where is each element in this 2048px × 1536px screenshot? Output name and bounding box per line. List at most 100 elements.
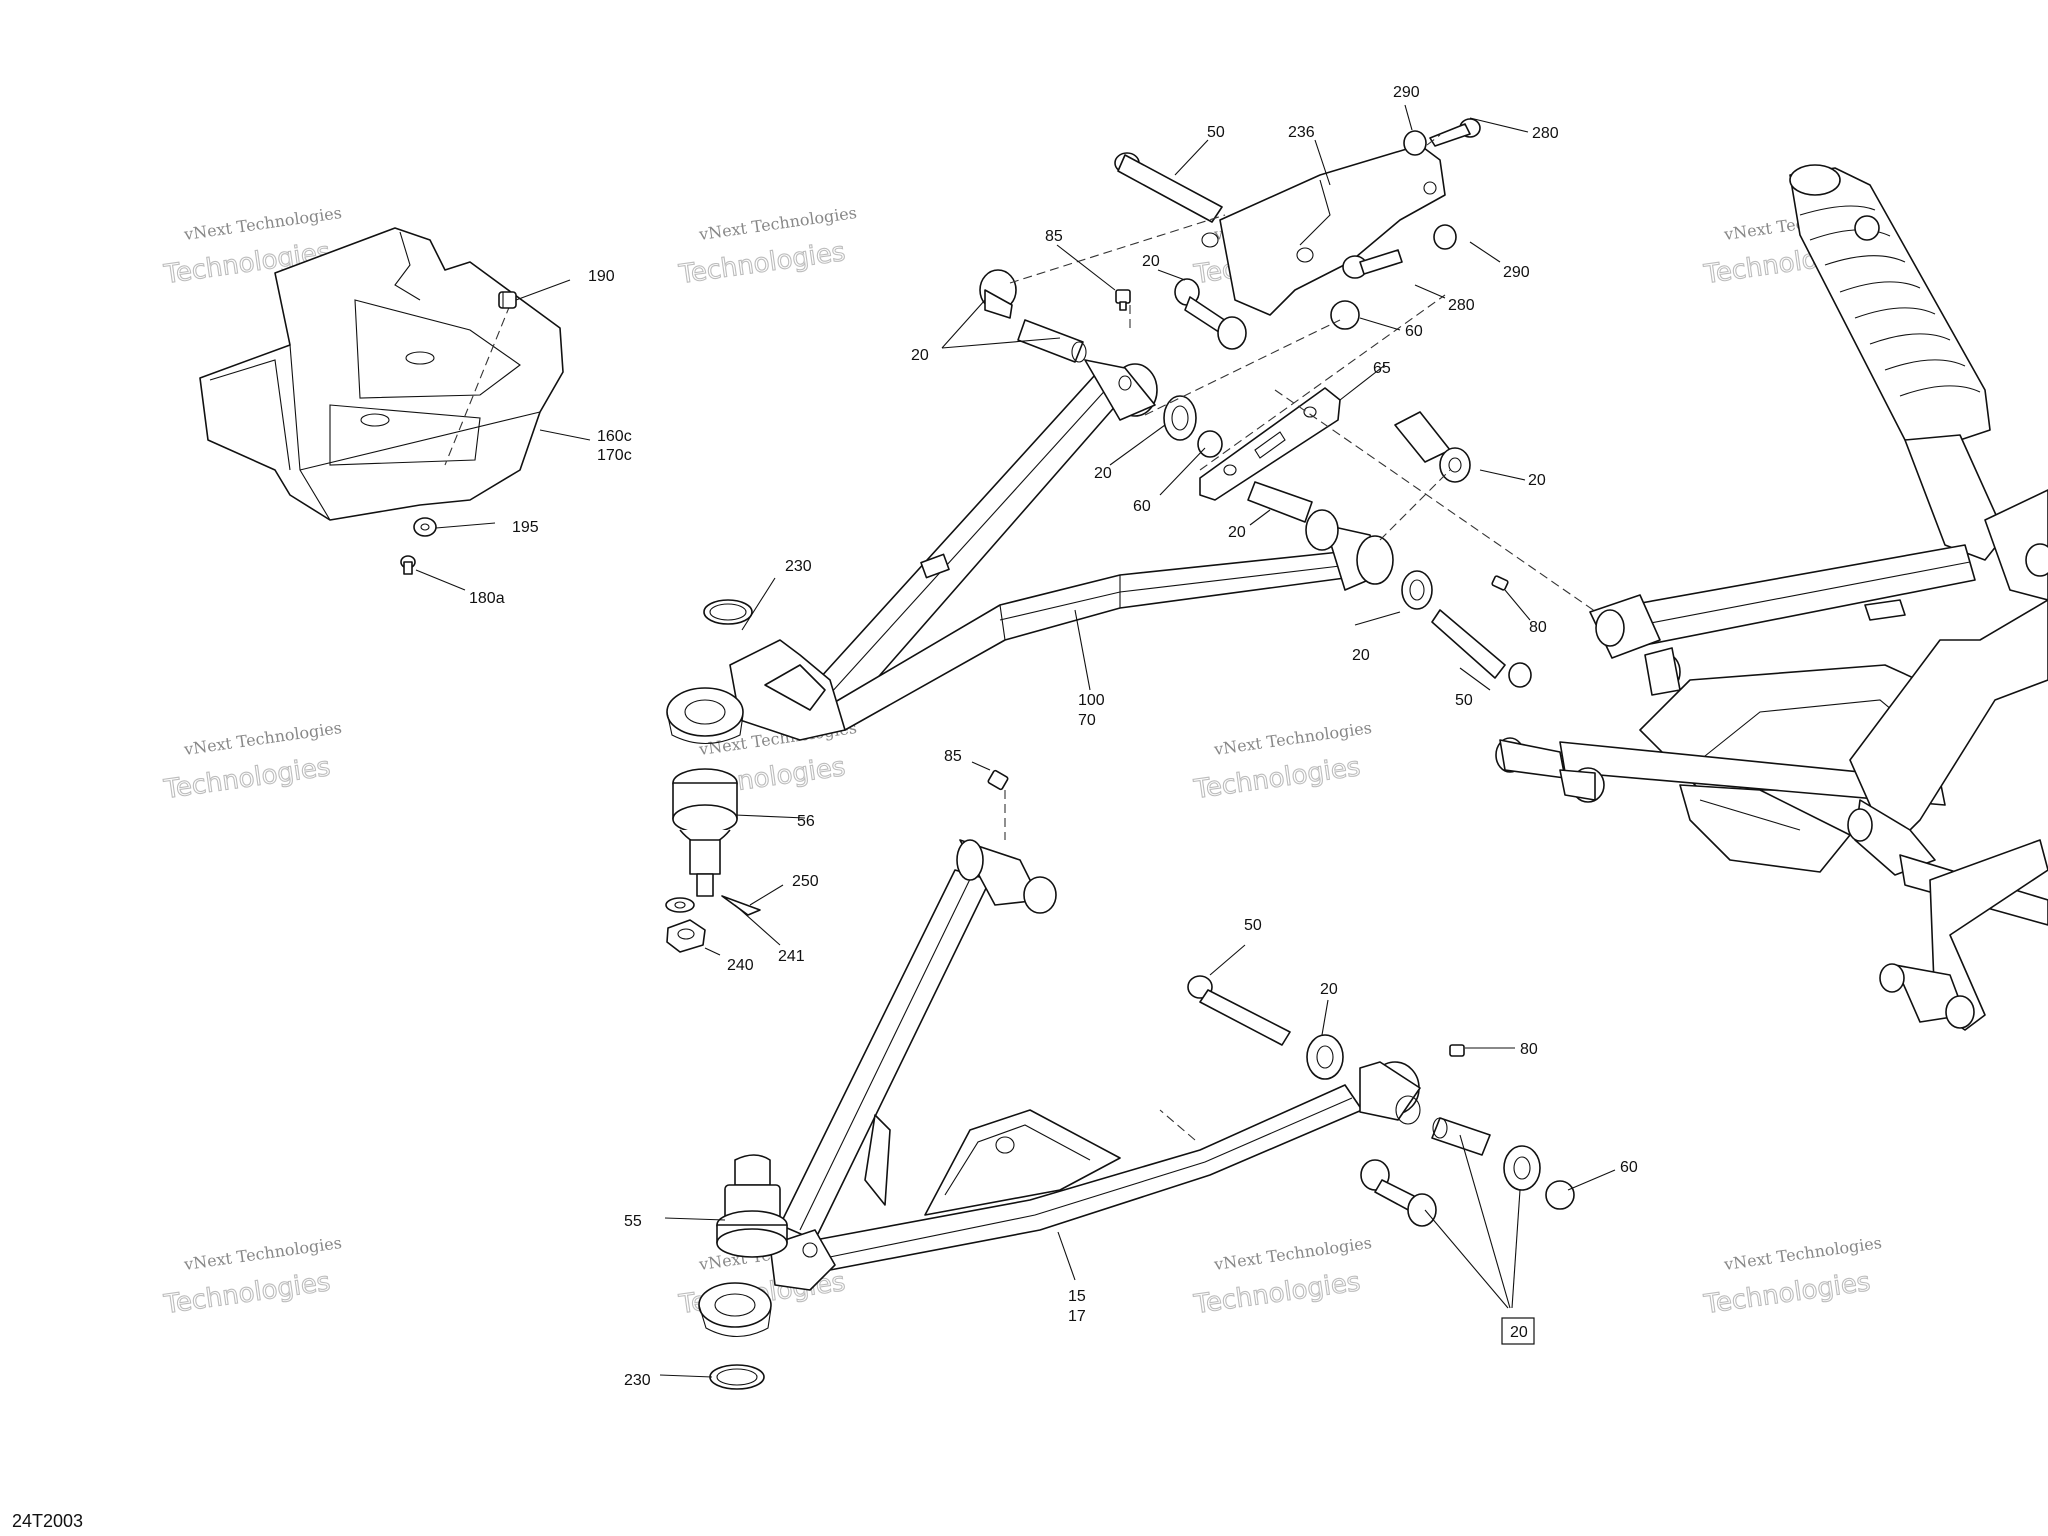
- washer-plate-20-rear: [1394, 411, 1471, 483]
- screw-190: [498, 291, 517, 309]
- callout-label: 100: [1078, 692, 1105, 709]
- callout-label: 230: [624, 1372, 651, 1389]
- circlip-230-upper: [703, 599, 753, 625]
- circlip-230-lower: [709, 1364, 765, 1390]
- callout-label: 240: [727, 957, 754, 974]
- callout-label: 50: [1207, 124, 1225, 141]
- watermark-text: Technologies: [677, 237, 848, 290]
- plate-65: [1199, 387, 1341, 501]
- washer-241: [665, 897, 695, 913]
- callout-label: 17: [1068, 1308, 1086, 1325]
- callout-label: 50: [1244, 917, 1262, 934]
- callout-label: 280: [1448, 297, 1475, 314]
- bolt-280-top: [1429, 118, 1481, 147]
- callout-label: 195: [512, 519, 539, 536]
- callout-label: 80: [1529, 619, 1547, 636]
- nut-60-lower: [1545, 1180, 1575, 1210]
- callout-label: 20: [1228, 524, 1246, 541]
- callout-label: 50: [1455, 692, 1473, 709]
- bolt-50-upper: [1114, 152, 1223, 223]
- callout-label: 180a: [469, 590, 505, 607]
- frame-and-shock-drawing: [1495, 164, 2048, 1031]
- callout-label: 230: [785, 558, 812, 575]
- callout-label: 280: [1532, 125, 1559, 142]
- callout-label: 70: [1078, 712, 1096, 729]
- cotter-pin-250: [721, 895, 761, 916]
- callout-label: 15: [1068, 1288, 1086, 1305]
- ball-joint-56: [672, 768, 738, 897]
- bushing-20-lower-front: [1306, 1034, 1344, 1080]
- grease-fitting-80-upper: [1491, 575, 1509, 591]
- bushing-20-rear-inner: [1401, 570, 1433, 610]
- washer-20-shim: [1174, 278, 1247, 350]
- callout-label: 60: [1133, 498, 1151, 515]
- callout-label: 20: [1320, 981, 1338, 998]
- bolt-50-upper-rear: [1431, 609, 1532, 688]
- leader-lines: [415, 104, 1616, 1378]
- callout-label: 20: [1142, 253, 1160, 270]
- watermark: vNext Technologies Technologies: [161, 1233, 343, 1321]
- callout-label: 250: [792, 873, 819, 890]
- watermark: vNext Technologies Technologies: [1191, 718, 1373, 806]
- grease-fitting-85-upper: [1115, 289, 1131, 311]
- bolt-50-lower: [1187, 975, 1291, 1046]
- sleeve-20-rear: [1247, 481, 1313, 523]
- ball-joint-55: [716, 1154, 788, 1258]
- bushing-20-lower-rear: [1503, 1145, 1541, 1191]
- callout-label: 20: [1528, 472, 1546, 489]
- nut-290-top: [1403, 130, 1427, 156]
- callout-label: 20: [911, 347, 929, 364]
- callout-label: 290: [1393, 84, 1420, 101]
- callout-label: 20: [1510, 1324, 1528, 1341]
- watermark: vNext Technologies Technologies: [1701, 1233, 1883, 1321]
- skid-plate-drawing: [199, 227, 564, 521]
- watermark-text: Technologies: [162, 1267, 333, 1320]
- watermark-text: Technologies: [162, 752, 333, 805]
- diagram-id-label: 24T2003: [12, 1511, 84, 1531]
- callout-label: 160c: [597, 428, 632, 445]
- callout-label: 85: [1045, 228, 1063, 245]
- callout-label: 290: [1503, 264, 1530, 281]
- callout-label: 60: [1405, 323, 1423, 340]
- callout-label: 60: [1620, 1159, 1638, 1176]
- callout-label: 80: [1520, 1041, 1538, 1058]
- watermark: vNext Technologies Technologies: [676, 203, 858, 291]
- bolt-280-mid: [1342, 249, 1403, 279]
- assembly-lines-lower: [1004, 790, 1196, 1141]
- nut-240: [666, 919, 706, 953]
- watermark-text: Technologies: [1192, 752, 1363, 805]
- callout-box: [1501, 1317, 1535, 1345]
- nut-60-upper-right: [1330, 300, 1360, 330]
- bushing-20-front-inner: [1163, 395, 1197, 441]
- bushing-20-rear-outer: [1305, 509, 1339, 551]
- upper-a-arm-drawing: [666, 359, 1394, 744]
- callout-label: 56: [797, 813, 815, 830]
- lower-a-arm-drawing: [698, 839, 1421, 1337]
- callout-label: 170c: [597, 447, 632, 464]
- bracket-236: [1201, 144, 1446, 316]
- callout-label: 20: [1352, 647, 1370, 664]
- callout-label: 20: [1094, 465, 1112, 482]
- nut-290-mid: [1433, 224, 1457, 250]
- assembly-lines-upper: [1009, 134, 1616, 626]
- callout-labels: 50 236 290 280 85 20 290 280 60 65 20 20…: [469, 84, 1638, 1389]
- callout-label: 85: [944, 748, 962, 765]
- callout-label: 190: [588, 268, 615, 285]
- sleeve-20-front: [1017, 319, 1087, 363]
- grease-fitting-85-lower: [987, 769, 1009, 791]
- callout-label: 241: [778, 948, 805, 965]
- watermark-text: Technologies: [1702, 1267, 1873, 1320]
- callout-label: 65: [1373, 360, 1391, 377]
- callout-label: 236: [1288, 124, 1315, 141]
- callout-label: 55: [624, 1213, 642, 1230]
- grease-fitting-80-lower: [1449, 1044, 1465, 1057]
- watermark: vNext Technologies Technologies: [161, 718, 343, 806]
- bushing-20-front-outer: [979, 269, 1017, 319]
- washer-20-lower-shim: [1360, 1159, 1437, 1227]
- watermark-text: Technologies: [1192, 1267, 1363, 1320]
- rivet-180a: [400, 555, 416, 575]
- nut-60-upper-left: [1197, 430, 1223, 458]
- watermark: vNext Technologies Technologies: [1191, 1233, 1373, 1321]
- washer-195: [413, 517, 437, 537]
